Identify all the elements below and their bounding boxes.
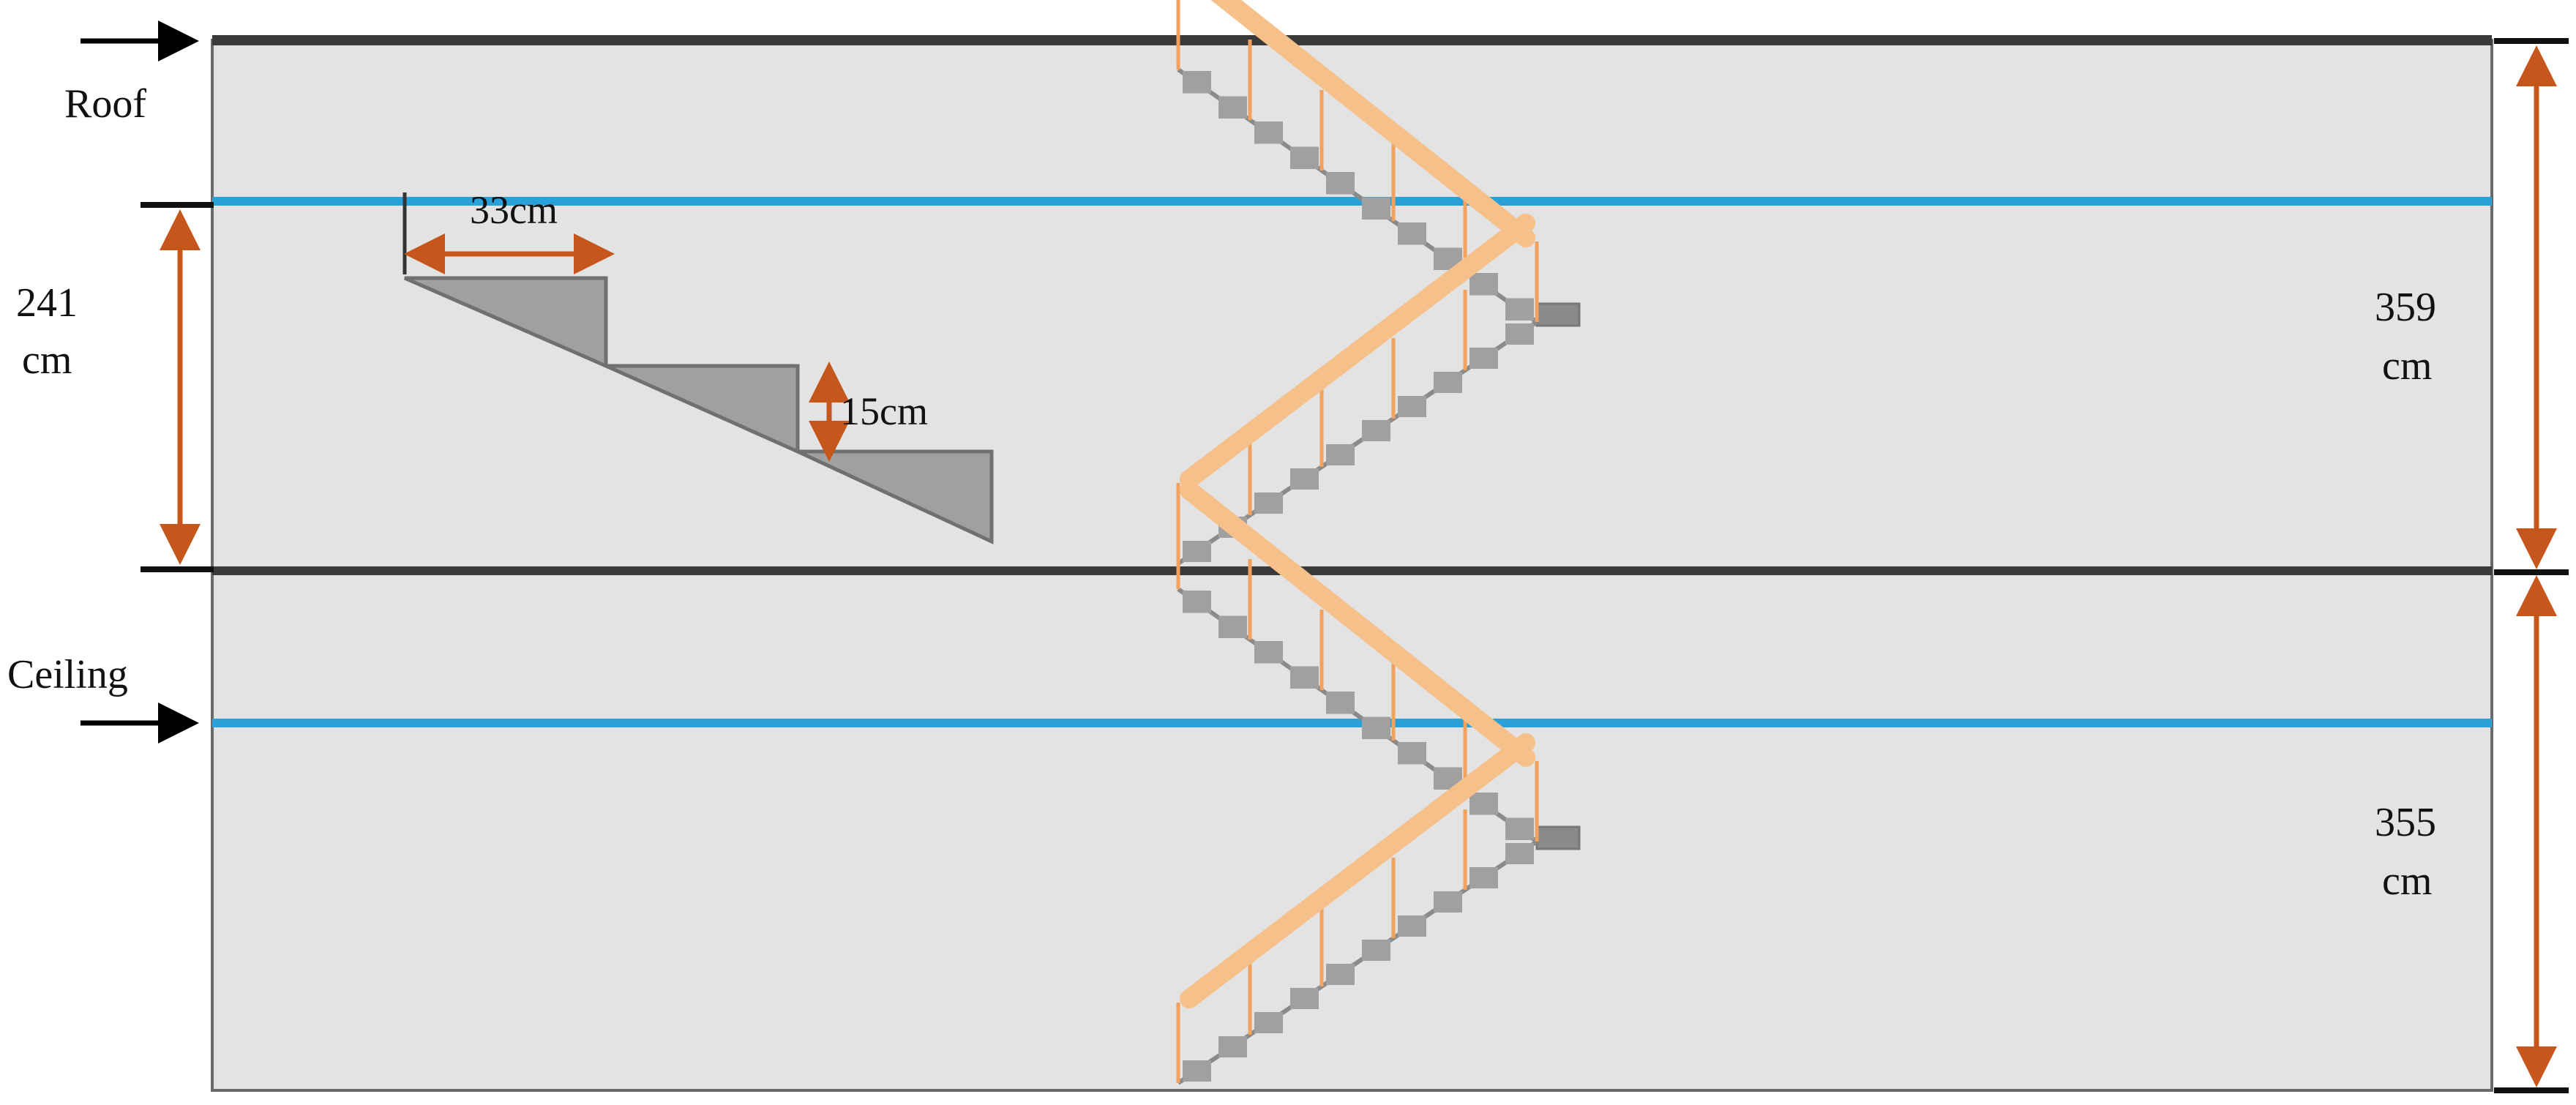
lower-flight-up-step <box>1469 867 1498 888</box>
upper-flight-down-step <box>1398 222 1426 245</box>
ceiling-height-value: 241 <box>16 280 78 326</box>
upper-flight-up-handrail <box>1180 214 1535 489</box>
upper-flight-down-step <box>1362 197 1390 220</box>
step-detail-tread-3 <box>796 449 994 544</box>
staircases <box>1176 0 1581 1085</box>
step-detail-tread-2 <box>604 364 800 454</box>
lower-flight-down-step <box>1326 692 1355 714</box>
upper-flight-down-step <box>1326 172 1355 195</box>
ceiling-height-dimension: 241 cm <box>16 202 214 572</box>
upper-flight-down-step <box>1290 146 1319 169</box>
lower-flight-down-step <box>1362 716 1390 739</box>
lower-flight-up-handrail <box>1180 733 1535 1008</box>
roof-label: Roof <box>64 81 146 127</box>
lower-flight-down-step <box>1254 641 1283 664</box>
lower-flight-up-step <box>1362 940 1390 961</box>
step-detail: 33cm 15cm <box>402 188 994 544</box>
upper-landing <box>1535 302 1581 327</box>
floor-height-dimensions: 359 cm 355 cm <box>2375 38 2569 1093</box>
lower-flight-down-step <box>1290 666 1319 689</box>
upper-flight-down-step <box>1218 96 1247 119</box>
step-detail-tread-1 <box>404 276 608 369</box>
upper-flight-down-step <box>1183 71 1211 94</box>
lower-flight-up-step <box>1434 891 1462 913</box>
level-indicators: Roof Ceiling <box>7 20 199 743</box>
upper-flight-up-step <box>1362 420 1390 441</box>
upper-floor-height-unit: cm <box>2382 343 2432 389</box>
lower-flight-down-step <box>1183 591 1211 613</box>
upper-flight-up-step <box>1505 323 1534 345</box>
lower-flight-up-step <box>1254 1012 1283 1033</box>
lower-flight-up-step <box>1218 1036 1247 1057</box>
lower-flight-down-step <box>1505 817 1534 840</box>
lower-flight-up-step <box>1505 843 1534 864</box>
lower-flight-up-step <box>1290 988 1319 1009</box>
tread-depth-label: 33cm <box>470 188 558 232</box>
lower-flight-down-step <box>1398 742 1426 765</box>
lower-flight-down-handrail <box>1180 481 1535 767</box>
upper-flight-up-step <box>1254 492 1283 514</box>
upper-flight-up-step <box>1398 396 1426 417</box>
upper-flight-down-step <box>1254 121 1283 144</box>
upper-flight-up-step <box>1183 541 1211 562</box>
upper-flight-down-step <box>1505 298 1534 321</box>
ceiling-label: Ceiling <box>7 652 128 697</box>
building-section <box>211 39 2493 1092</box>
lower-flight-down-step <box>1469 793 1498 815</box>
ceiling-height-unit: cm <box>22 337 72 383</box>
upper-floor-height-value: 359 <box>2375 285 2436 330</box>
upper-flight-down-step <box>1469 273 1498 296</box>
upper-flight-up-step <box>1290 468 1319 490</box>
lower-flight-up-step <box>1326 964 1355 985</box>
upper-flight-up-step <box>1326 444 1355 465</box>
upper-flight-up-step <box>1469 348 1498 369</box>
lower-flight-up-step <box>1398 915 1426 937</box>
lower-landing <box>1535 825 1581 850</box>
upper-flight-up-step <box>1434 372 1462 393</box>
lower-flight-up-step <box>1183 1060 1211 1082</box>
upper-flight-down-handrail <box>1210 0 1535 247</box>
riser-height-label: 15cm <box>840 389 928 433</box>
lower-floor-height-value: 355 <box>2375 800 2436 845</box>
lower-floor-height-unit: cm <box>2382 858 2432 904</box>
lower-flight-down-step <box>1218 615 1247 638</box>
